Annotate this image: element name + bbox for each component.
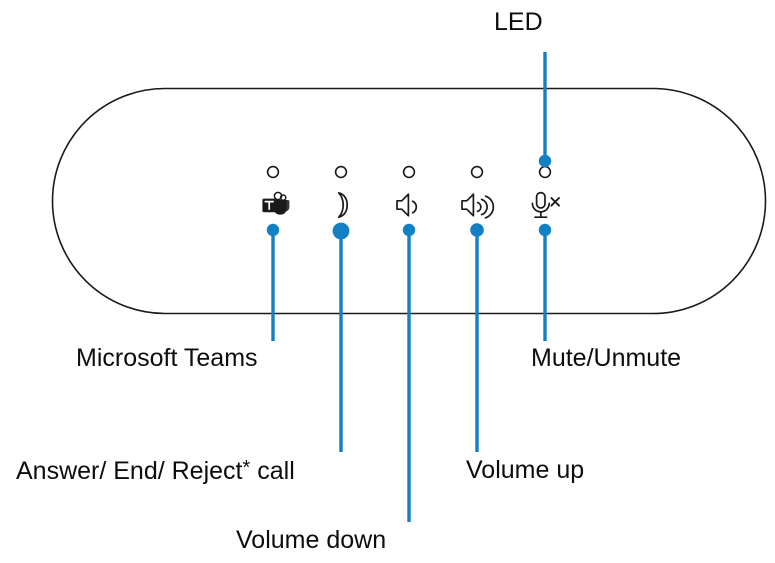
microsoft-teams-icon[interactable] — [262, 191, 290, 215]
phone-handset-icon[interactable] — [337, 191, 349, 219]
speaker-low-icon[interactable] — [396, 193, 418, 217]
callout-label-led: LED — [494, 8, 543, 36]
callout-label-microsoft-teams: Microsoft Teams — [76, 344, 258, 372]
microphone-mute-icon[interactable] — [531, 191, 560, 219]
leader-volume-up — [470, 223, 484, 452]
callout-label-mute-unmute: Mute/Unmute — [531, 344, 682, 372]
led-indicator-teams — [266, 165, 280, 179]
footnote-asterisk: * — [242, 457, 251, 479]
led-indicator-volume-down — [402, 165, 416, 179]
led-indicator-call — [334, 165, 348, 179]
callout-label-volume-up: Volume up — [466, 456, 585, 484]
callout-answer-main: Answer/ End/ Reject — [16, 457, 243, 485]
leader-led — [538, 52, 552, 168]
callout-label-volume-down: Volume down — [236, 526, 387, 554]
leader-answer-call — [332, 222, 350, 452]
leader-volume-down — [402, 223, 416, 522]
callout-answer-suffix: call — [250, 457, 295, 485]
leader-teams — [266, 223, 280, 341]
callout-label-answer-end-reject-call: Answer/ End/ Reject* call — [16, 458, 295, 484]
led-indicator-volume-up — [470, 165, 484, 179]
leader-mute — [538, 223, 552, 341]
speaker-high-icon[interactable] — [461, 193, 495, 219]
led-indicator-mute — [538, 165, 552, 179]
